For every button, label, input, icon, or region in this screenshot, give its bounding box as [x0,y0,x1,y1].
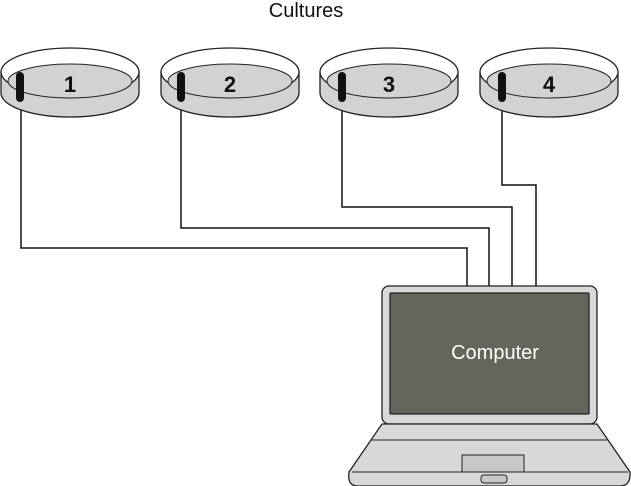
wire-3 [341,90,513,286]
laptop-screen [389,292,590,415]
laptop-trackpad [461,454,525,473]
petri-dish-4: 4 [479,47,619,118]
probe-1 [16,72,24,102]
laptop-notch [480,474,508,484]
probe-2 [177,72,185,102]
computer-label: Computer [451,342,539,364]
petri-dish-3: 3 [319,47,459,118]
diagram-title: Cultures [269,0,343,22]
wire-1 [20,90,468,286]
dish-label-2: 2 [224,72,236,97]
petri-dish-2: 2 [160,47,300,118]
wire-2 [180,90,490,286]
wires [20,90,537,286]
wire-4 [501,90,537,286]
dish-label-4: 4 [543,72,556,97]
dish-label-3: 3 [383,72,395,97]
petri-dish-1: 1 [0,47,140,118]
probe-3 [338,72,346,102]
dish-label-1: 1 [64,72,76,97]
laptop-computer: Computer [348,285,631,486]
probe-4 [498,72,506,102]
